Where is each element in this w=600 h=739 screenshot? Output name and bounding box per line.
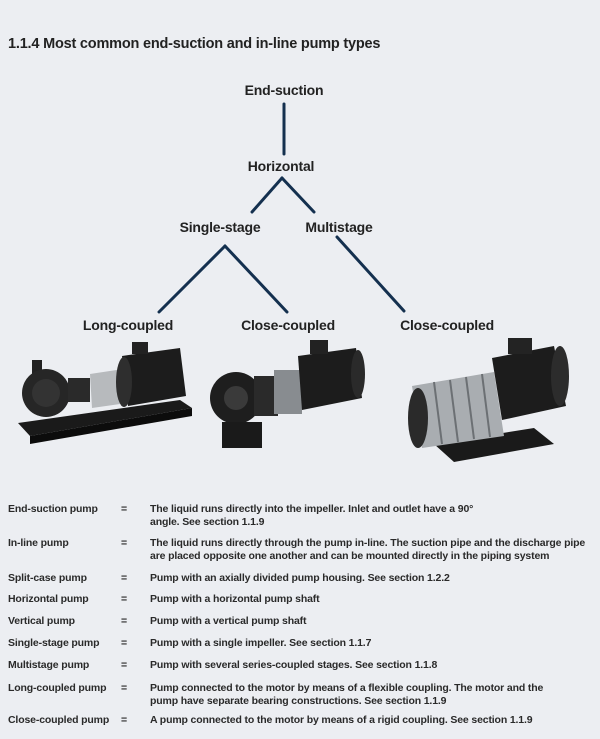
tree-node-long-coupled: Long-coupled [82, 317, 174, 333]
tree-node-single-stage: Single-stage [179, 219, 261, 235]
definition-text: Pump with an axially divided pump housin… [150, 572, 450, 584]
definition-text: Pump with a single impeller. See section… [150, 637, 372, 649]
definition-term: Multistage pump [8, 659, 90, 671]
close-coupled-single-stage-pump-image [210, 340, 365, 448]
connector-line [335, 235, 406, 313]
definition-text: Pump with a horizontal pump shaft [150, 593, 320, 605]
long-coupled-pump-image [18, 342, 192, 444]
definition-term: Close-coupled pump [8, 714, 110, 726]
section-title: 1.1.4 Most common end-suction and in-lin… [8, 36, 381, 52]
tree-node-multistage: Multistage [305, 219, 373, 235]
equals-sign: = [121, 637, 127, 649]
equals-sign: = [121, 572, 127, 584]
definition-term: Split-case pump [8, 572, 87, 584]
definition-term: Long-coupled pump [8, 682, 107, 694]
definition-text: Pump with several series-coupled stages.… [150, 659, 438, 671]
tree-node-close-coupled-multi: Close-coupled [400, 317, 494, 333]
definition-text: A pump connected to the motor by means o… [150, 714, 533, 726]
equals-sign: = [121, 503, 127, 515]
tree-node-close-coupled-single: Close-coupled [241, 317, 335, 333]
definition-text: Pump connected to the motor by means of … [150, 682, 544, 707]
close-coupled-multistage-pump-image [408, 338, 569, 462]
definition-text: Pump with a vertical pump shaft [150, 615, 307, 627]
equals-sign: = [121, 593, 127, 605]
definition-text: The liquid runs directly into the impell… [150, 503, 474, 528]
definition-term: Vertical pump [8, 615, 75, 627]
definition-term: In-line pump [8, 537, 69, 549]
tree-connectors [157, 102, 406, 314]
definition-term: End-suction pump [8, 503, 98, 515]
connector-line [280, 176, 316, 214]
equals-sign: = [121, 537, 127, 549]
equals-sign: = [121, 714, 127, 726]
equals-sign: = [121, 682, 127, 694]
equals-sign: = [121, 615, 127, 627]
definition-term: Single-stage pump [8, 637, 100, 649]
tree-node-horizontal: Horizontal [247, 158, 315, 174]
connector-line [157, 244, 227, 314]
tree-node-end-suction: End-suction [244, 82, 324, 98]
connector-line [250, 176, 284, 214]
definition-term: Horizontal pump [8, 593, 89, 605]
equals-sign: = [121, 659, 127, 671]
connector-line [223, 244, 289, 314]
definition-text: The liquid runs directly through the pum… [150, 537, 586, 562]
